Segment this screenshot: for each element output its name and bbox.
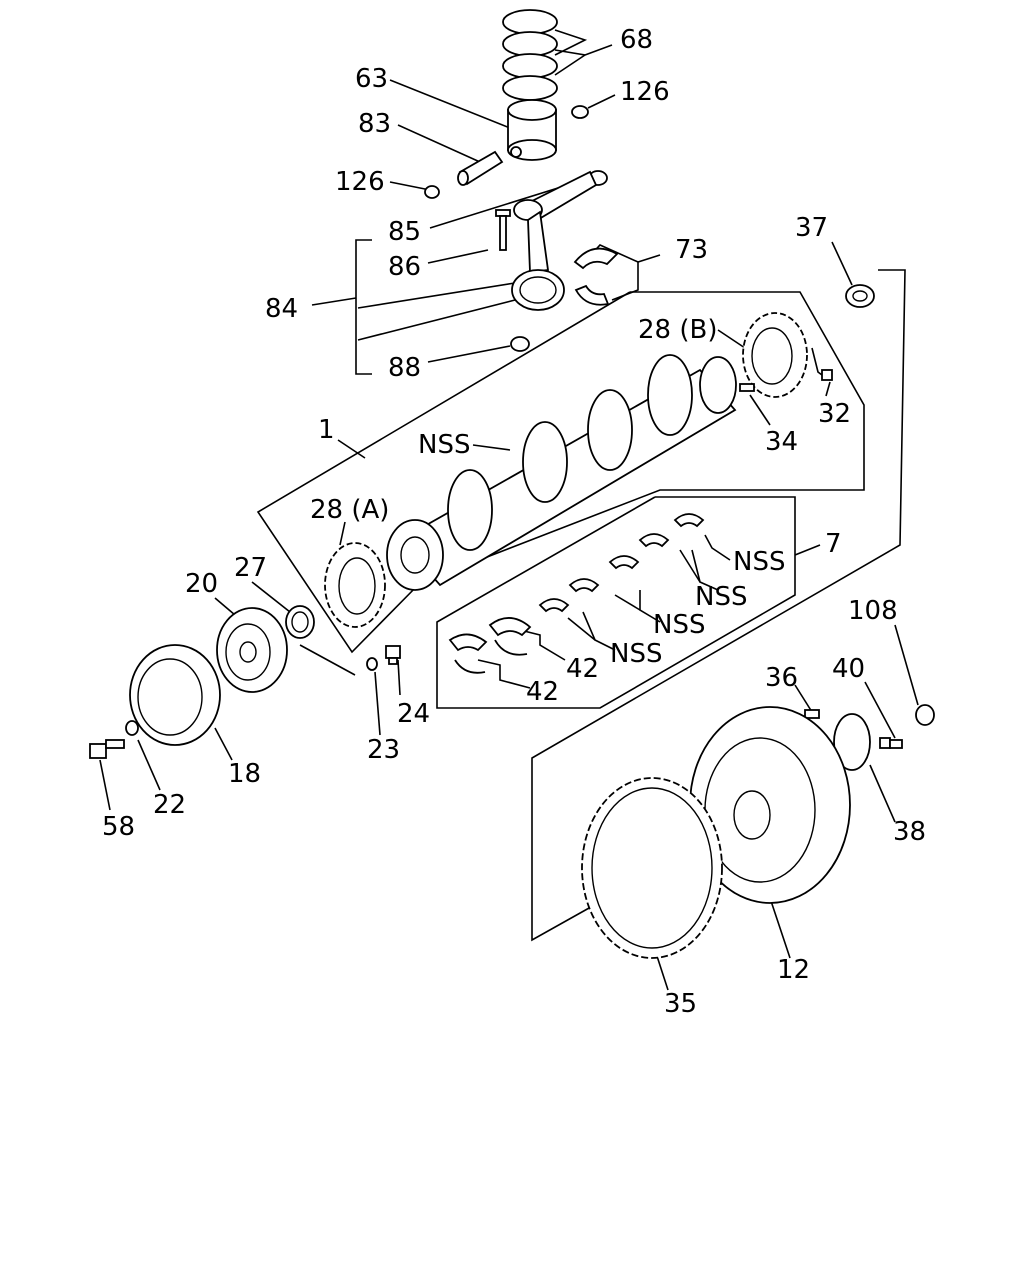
label-28b: 28 (B) [638, 315, 717, 345]
label-7: 7 [825, 529, 842, 559]
label-23: 23 [367, 735, 400, 765]
label-37: 37 [795, 213, 828, 243]
thrust-washer-42a [488, 617, 532, 656]
ring-gear-35 [581, 777, 723, 959]
key-32 [821, 369, 833, 381]
label-35: 35 [664, 989, 697, 1019]
label-nss-3: NSS [653, 610, 705, 640]
washer-22 [125, 720, 139, 736]
label-34: 34 [765, 427, 798, 457]
crank-gear-a [324, 542, 386, 628]
label-108: 108 [848, 596, 898, 626]
leader-lines [99, 29, 919, 991]
piston-rings [502, 9, 558, 101]
front-oil-seal [285, 605, 315, 639]
label-38: 38 [893, 817, 926, 847]
label-36: 36 [765, 663, 798, 693]
label-42-lower: 42 [526, 677, 559, 707]
label-27: 27 [234, 553, 267, 583]
label-58: 58 [102, 812, 135, 842]
label-88: 88 [388, 353, 421, 383]
label-126-upper: 126 [620, 77, 670, 107]
plate-38 [833, 713, 871, 771]
label-40: 40 [832, 654, 865, 684]
rod-bearing [573, 247, 619, 306]
group-outlines [256, 239, 906, 942]
dowel-36 [804, 709, 820, 719]
label-32: 32 [818, 399, 851, 429]
main-bearings [538, 513, 705, 613]
label-nss-1: NSS [733, 547, 785, 577]
damper-18 [129, 644, 221, 746]
snap-ring-upper [571, 105, 589, 119]
rod-nut [510, 336, 530, 352]
piston [507, 99, 557, 161]
label-24: 24 [397, 699, 430, 729]
label-42-upper: 42 [566, 654, 599, 684]
bolt-40 [879, 737, 903, 749]
pulley-20 [216, 607, 288, 693]
pin-34 [739, 383, 755, 392]
snap-ring-lower [424, 185, 440, 199]
label-nss-2: NSS [695, 582, 747, 612]
callout-labels: 68 63 126 83 126 85 86 84 88 73 37 28 (B… [102, 25, 926, 1019]
snap-ring-108 [915, 704, 935, 726]
label-126-lower: 126 [335, 167, 385, 197]
label-1: 1 [318, 415, 335, 445]
label-73: 73 [675, 235, 708, 265]
label-12: 12 [777, 955, 810, 985]
label-nss-crank: NSS [418, 430, 470, 460]
label-85: 85 [388, 217, 421, 247]
crank-gear-b [742, 312, 808, 398]
label-28a: 28 (A) [310, 495, 389, 525]
rod-bolt [495, 209, 511, 251]
label-83: 83 [358, 109, 391, 139]
connecting-rod [511, 170, 608, 311]
label-18: 18 [228, 759, 261, 789]
crankshaft [386, 354, 737, 591]
label-63: 63 [355, 64, 388, 94]
label-86: 86 [388, 252, 421, 282]
piston-pin [457, 150, 504, 186]
bolt-24 [385, 645, 401, 665]
label-22: 22 [153, 790, 186, 820]
label-68: 68 [620, 25, 653, 55]
label-nss-4: NSS [610, 639, 662, 669]
oil-seal-rear [845, 284, 875, 308]
thrust-washer-42b [448, 633, 488, 674]
label-84: 84 [265, 294, 298, 324]
bolt-58 [89, 739, 125, 759]
washer-23 [366, 657, 378, 671]
label-20: 20 [185, 569, 218, 599]
